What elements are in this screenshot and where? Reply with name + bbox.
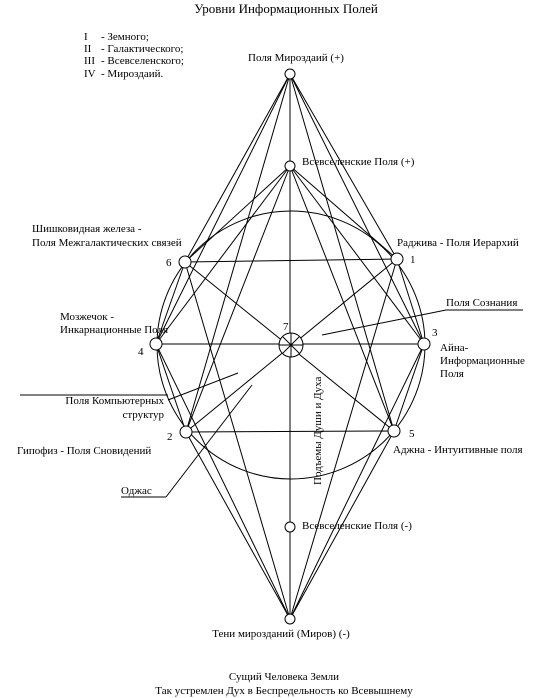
line-bottom-to-c2 [185, 431, 291, 620]
annotation-consciousness: Поля Сознания [446, 297, 517, 309]
legend-numeral-3: III [84, 55, 95, 67]
pointer-ojas [165, 384, 253, 498]
legend: I - Земного; II - Галактического; III - … [84, 31, 184, 80]
legend-text-1: - Земного; [101, 31, 149, 43]
line-hex-c6-c1 [184, 258, 398, 263]
node-chakra-c2 [179, 425, 193, 439]
chakra-number-1: 1 [410, 254, 416, 266]
line-bottom-to-c6 [184, 261, 291, 620]
label-lower-mid-node: Всевселенские Поля (-) [302, 520, 412, 532]
line-bottom-to-c5 [289, 430, 395, 620]
line-upper-mid-to-c5 [289, 165, 395, 432]
line-hex-c4-c6 [155, 261, 186, 345]
chakra-label-4-line-1: Мозжечок - [60, 311, 114, 323]
chakra-label-2-line-1: Гипофиз - Поля Сновидений [17, 445, 151, 457]
line-upper-mid-to-c1 [289, 165, 398, 260]
chakra-number-2: 2 [167, 431, 173, 443]
chakra-label-6-line-1: Шишковидная железа - [32, 223, 142, 235]
chakra-number-4: 4 [138, 346, 144, 358]
footer-line-2: Так устремлен Дух в Беспредельность ко В… [155, 685, 413, 697]
line-top-to-c4 [155, 73, 291, 345]
node-chakra-c3 [417, 337, 431, 351]
chakra-label-3-line-2: Информационные [440, 355, 525, 367]
chakra-label-1-line-1: Раджива - Поля Иерархий [397, 237, 519, 249]
annotation-computer-structures: Поля Компьютерных структур [65, 395, 164, 421]
label-top-node: Поля Мироздаий (+) [248, 52, 344, 64]
node-chakra-c5 [387, 424, 401, 438]
footer-line-1: Сущий Человека Земли [229, 671, 339, 683]
chakra-label-5-line-1: Аджна - Интуитивные поля [393, 444, 523, 456]
line-upper-mid-to-c3 [289, 165, 425, 345]
node-markers [149, 68, 431, 625]
line-bottom-to-c1 [289, 258, 398, 620]
chakra-label-1: Раджива - Поля Иерархий [397, 237, 519, 249]
chakra-label-3-line-1: Айна- [440, 342, 469, 354]
legend-numeral-1: I [84, 31, 88, 43]
line-top-to-c6 [184, 73, 291, 263]
node-chakra-c6 [178, 255, 192, 269]
node-lower-mid [284, 521, 296, 533]
chakra-number-5: 5 [409, 428, 415, 440]
node-bottom [284, 613, 296, 625]
diagram-title: Уровни Информационных Полей [194, 1, 378, 16]
chakra-number-7: 7 [283, 321, 289, 333]
line-bottom-to-c4 [155, 343, 291, 620]
line-upper-mid-to-c6 [184, 165, 291, 263]
line-top-to-c5 [289, 73, 395, 432]
legend-text-4: - Мироздаий. [101, 68, 163, 80]
node-chakra-c1 [390, 252, 404, 266]
legend-numeral-4: IV [84, 68, 96, 80]
line-hex-c3-c5 [393, 343, 425, 432]
legend-numeral-2: II [84, 43, 92, 55]
chakra-number-3: 3 [432, 327, 438, 339]
chakra-number-6: 6 [166, 257, 172, 269]
pointer-lines [20, 309, 523, 498]
line-top-to-c3 [289, 73, 425, 345]
node-upper-mid [284, 160, 296, 172]
chakra-label-6-line-2: Поля Межгалактических связей [32, 237, 182, 249]
line-upper-mid-to-c2 [185, 165, 291, 433]
annotation-vertical: Подъемы Души и Духа [312, 376, 324, 485]
line-upper-mid-to-c4 [155, 165, 291, 345]
chakra-label-4: Мозжечок -Инкарнационные Поля [60, 311, 168, 336]
node-chakra-c4 [149, 337, 163, 351]
annotation-computer-structures-line-2: структур [122, 409, 164, 421]
line-hex-c1-c3 [396, 258, 425, 345]
pointer-computer [167, 372, 239, 401]
chakra-label-6: Шишковидная железа - Поля Межгалактически… [32, 223, 182, 249]
line-top-to-c2 [185, 73, 291, 433]
annotation-ojas: Оджас [121, 485, 152, 497]
label-upper-mid-node: Всевселенские Поля (+) [302, 156, 415, 168]
chakra-label-5: Аджна - Интуитивные поля [393, 444, 523, 456]
line-top-to-c1 [289, 73, 398, 260]
line-bottom-to-c3 [289, 343, 425, 620]
line-hex-c5-c2 [185, 430, 395, 433]
chakra-label-2: Гипофиз - Поля Сновидений [17, 445, 151, 457]
annotation-computer-structures-line-1: Поля Компьютерных [65, 395, 164, 407]
chakra-label-4-line-2: Инкарнационные Поля [60, 324, 168, 336]
label-bottom-node: Тени мирозданий (Миров) (-) [212, 628, 350, 640]
chakra-label-3-line-3: Поля [440, 368, 464, 380]
center-cross-diag-2 [282, 336, 300, 354]
node-top [284, 68, 296, 80]
legend-text-2: - Галактического; [101, 43, 183, 55]
line-hex-c2-c4 [155, 343, 187, 433]
legend-text-3: - Всевселенского; [101, 55, 184, 67]
pointer-consciousness [321, 309, 447, 336]
